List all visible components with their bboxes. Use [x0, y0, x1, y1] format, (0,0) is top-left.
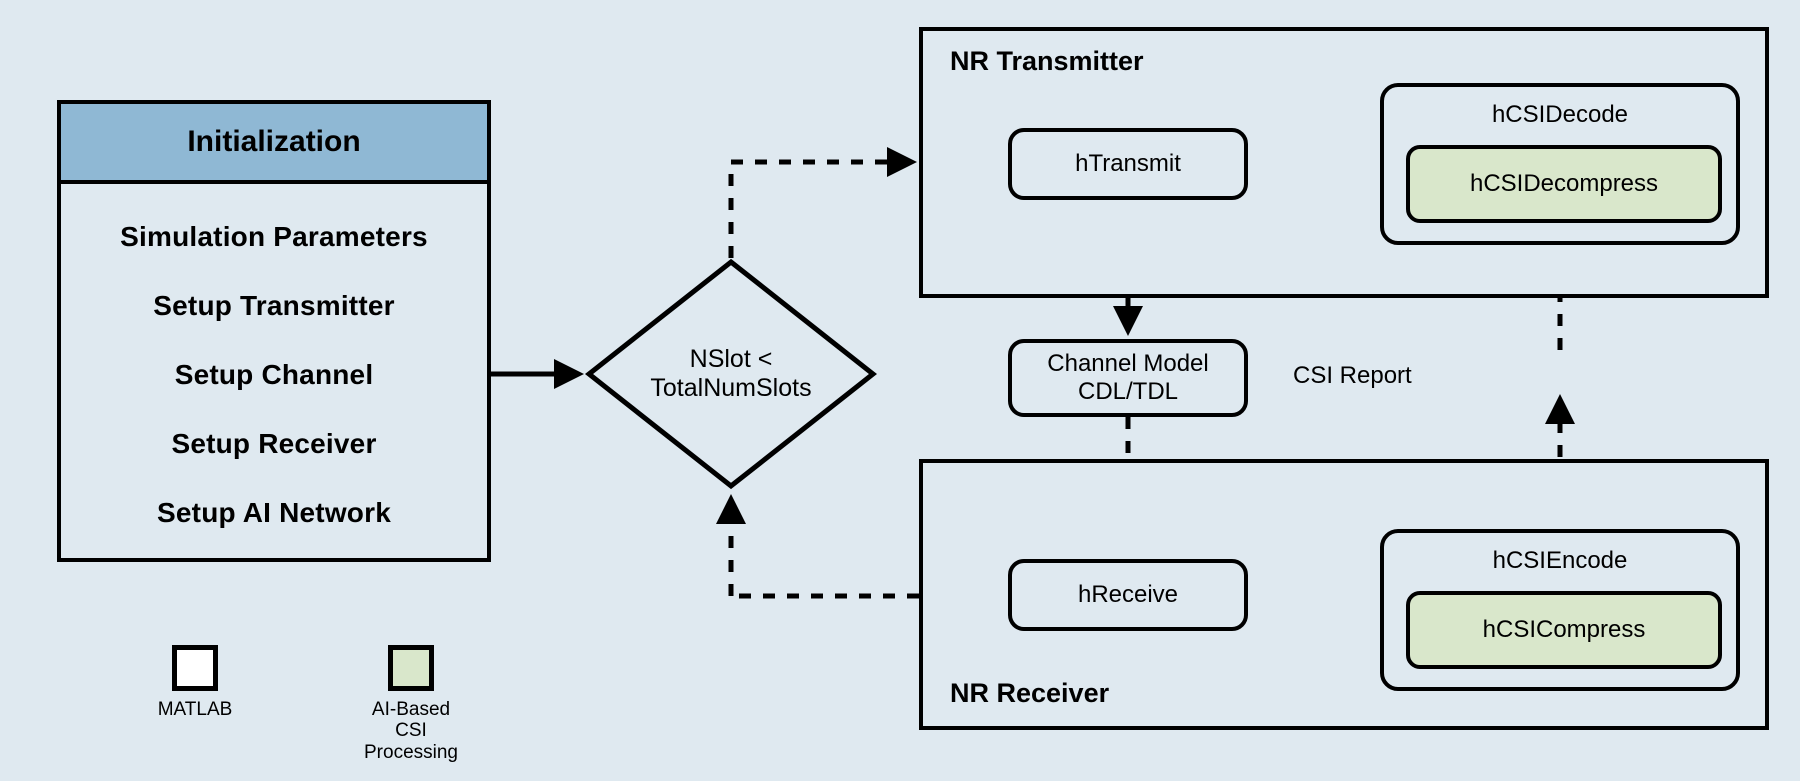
hcsiencode-title: hCSIEncode	[1492, 547, 1628, 574]
hcsidecompress-block: hCSIDecompress	[1406, 145, 1722, 223]
legend-entry-ai-csi: AI-Based CSI Processing	[346, 645, 476, 775]
init-step-setup-receiver: Setup Receiver	[171, 428, 377, 459]
csi-report-label: CSI Report	[1293, 362, 1412, 389]
legend-entry-matlab: MATLAB	[130, 645, 260, 775]
legend-label-matlab: MATLAB	[157, 699, 233, 720]
initialization-header: Initialization	[61, 104, 487, 184]
initialization-panel: Initialization Simulation Parameters Set…	[57, 100, 491, 562]
init-step-setup-transmitter: Setup Transmitter	[153, 290, 395, 321]
nr-transmitter-title: NR Transmitter	[950, 46, 1144, 76]
legend-swatch-ai-csi	[388, 645, 434, 691]
init-step-setup-ai-network: Setup AI Network	[157, 497, 391, 528]
legend-label-ai-csi: AI-Based CSI Processing	[364, 699, 458, 763]
legend-swatch-matlab	[172, 645, 218, 691]
decision-label: NSlot < TotalNumSlots	[650, 345, 812, 402]
hcsidecode-group: hCSIDecode hCSIDecompress	[1380, 83, 1740, 245]
channel-model-block: Channel Model CDL/TDL	[1008, 339, 1248, 417]
hcsicompress-block: hCSICompress	[1406, 591, 1722, 669]
legend: MATLAB AI-Based CSI Processing	[130, 645, 490, 775]
init-step-simulation-parameters: Simulation Parameters	[120, 221, 428, 252]
hcsiencode-group: hCSIEncode hCSICompress	[1380, 529, 1740, 691]
h-transmit-block: hTransmit	[1008, 128, 1248, 200]
h-receive-block: hReceive	[1008, 559, 1248, 631]
decision-nslot: NSlot < TotalNumSlots	[585, 258, 877, 490]
init-step-setup-channel: Setup Channel	[174, 359, 374, 390]
nr-receiver-title: NR Receiver	[950, 678, 1110, 708]
initialization-step-list: Simulation Parameters Setup Transmitter …	[61, 184, 487, 566]
hcsidecode-title: hCSIDecode	[1491, 101, 1629, 128]
diamond-shape	[585, 258, 877, 490]
